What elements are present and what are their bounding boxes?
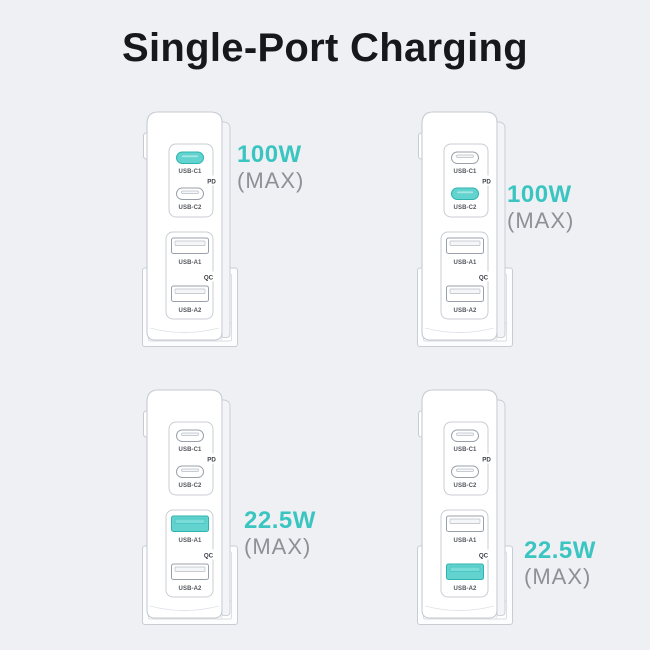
charger-illustration: USB-C1 PD USB-C2 USB-A1 QC USB-A2 bbox=[142, 389, 238, 625]
qc-badge: QC bbox=[479, 553, 489, 560]
usb-a1-label: USB-A1 bbox=[179, 538, 202, 544]
usb-a1-port bbox=[171, 237, 209, 254]
pd-badge: PD bbox=[482, 457, 491, 464]
usb-c1-port bbox=[451, 151, 479, 164]
power-value: 100W bbox=[507, 181, 572, 208]
max-label: (MAX) bbox=[244, 534, 312, 559]
usb-a-panel: USB-A1 QC USB-A2 bbox=[440, 509, 491, 598]
usb-c1-port bbox=[176, 151, 204, 164]
usb-c1-label: USB-C1 bbox=[454, 447, 477, 453]
power-rating-label: 22.5W (MAX) bbox=[244, 508, 316, 560]
usb-a2-label: USB-A2 bbox=[454, 308, 477, 314]
charging-demo-top-left: USB-C1 PD USB-C2 USB-A1 QC USB-A2 bbox=[142, 108, 382, 354]
charging-demo-top-right: USB-C1 PD USB-C2 USB-A1 QC USB-A2 bbox=[417, 108, 650, 354]
usb-a2-port bbox=[446, 285, 484, 302]
usb-c2-port bbox=[451, 187, 479, 200]
page-title: Single-Port Charging bbox=[122, 26, 528, 70]
qc-badge: QC bbox=[479, 275, 489, 282]
usb-c1-label: USB-C1 bbox=[454, 169, 477, 175]
charging-demo-bottom-left: USB-C1 PD USB-C2 USB-A1 QC USB-A2 bbox=[142, 386, 382, 632]
usb-c1-port bbox=[176, 429, 204, 442]
charger-illustration: USB-C1 PD USB-C2 USB-A1 QC USB-A2 bbox=[417, 111, 513, 347]
usb-a-panel: USB-A1 QC USB-A2 bbox=[440, 231, 491, 320]
usb-c1-label: USB-C1 bbox=[179, 169, 202, 175]
power-rating-label: 100W (MAX) bbox=[507, 182, 574, 234]
power-rating-label: 22.5W (MAX) bbox=[524, 538, 596, 590]
usb-a1-label: USB-A1 bbox=[454, 260, 477, 266]
usb-a1-label: USB-A1 bbox=[454, 538, 477, 544]
charger-illustration: USB-C1 PD USB-C2 USB-A1 QC USB-A2 bbox=[417, 389, 513, 625]
usb-c2-label: USB-C2 bbox=[179, 205, 202, 211]
usb-a1-label: USB-A1 bbox=[179, 260, 202, 266]
power-value: 100W bbox=[237, 141, 302, 168]
pd-badge: PD bbox=[207, 457, 216, 464]
usb-c-panel: USB-C1 PD USB-C2 bbox=[443, 143, 494, 218]
usb-a-panel: USB-A1 QC USB-A2 bbox=[165, 231, 216, 320]
charger-illustration: USB-C1 PD USB-C2 USB-A1 QC USB-A2 bbox=[142, 111, 238, 347]
pd-badge: PD bbox=[207, 179, 216, 186]
usb-c2-port bbox=[451, 465, 479, 478]
qc-badge: QC bbox=[204, 553, 214, 560]
usb-c2-port bbox=[176, 187, 204, 200]
usb-a2-label: USB-A2 bbox=[454, 586, 477, 592]
max-label: (MAX) bbox=[237, 168, 305, 193]
usb-c-panel: USB-C1 PD USB-C2 bbox=[443, 421, 494, 496]
usb-c2-label: USB-C2 bbox=[179, 483, 202, 489]
power-value: 22.5W bbox=[244, 507, 316, 534]
usb-a-panel: USB-A1 QC USB-A2 bbox=[165, 509, 216, 598]
usb-a1-port bbox=[171, 515, 209, 532]
usb-c1-port bbox=[451, 429, 479, 442]
qc-badge: QC bbox=[204, 275, 214, 282]
usb-c-panel: USB-C1 PD USB-C2 bbox=[168, 143, 219, 218]
usb-c1-label: USB-C1 bbox=[179, 447, 202, 453]
usb-a2-port bbox=[446, 563, 484, 580]
usb-a1-port bbox=[446, 515, 484, 532]
usb-a2-port bbox=[171, 563, 209, 580]
usb-a2-label: USB-A2 bbox=[179, 586, 202, 592]
usb-c2-label: USB-C2 bbox=[454, 483, 477, 489]
max-label: (MAX) bbox=[507, 208, 575, 233]
usb-c-panel: USB-C1 PD USB-C2 bbox=[168, 421, 219, 496]
power-value: 22.5W bbox=[524, 537, 596, 564]
pd-badge: PD bbox=[482, 179, 491, 186]
usb-c2-label: USB-C2 bbox=[454, 205, 477, 211]
charging-demo-bottom-right: USB-C1 PD USB-C2 USB-A1 QC USB-A2 bbox=[417, 386, 650, 632]
usb-a2-port bbox=[171, 285, 209, 302]
usb-a2-label: USB-A2 bbox=[179, 308, 202, 314]
power-rating-label: 100W (MAX) bbox=[237, 142, 304, 194]
usb-c2-port bbox=[176, 465, 204, 478]
usb-a1-port bbox=[446, 237, 484, 254]
max-label: (MAX) bbox=[524, 564, 592, 589]
